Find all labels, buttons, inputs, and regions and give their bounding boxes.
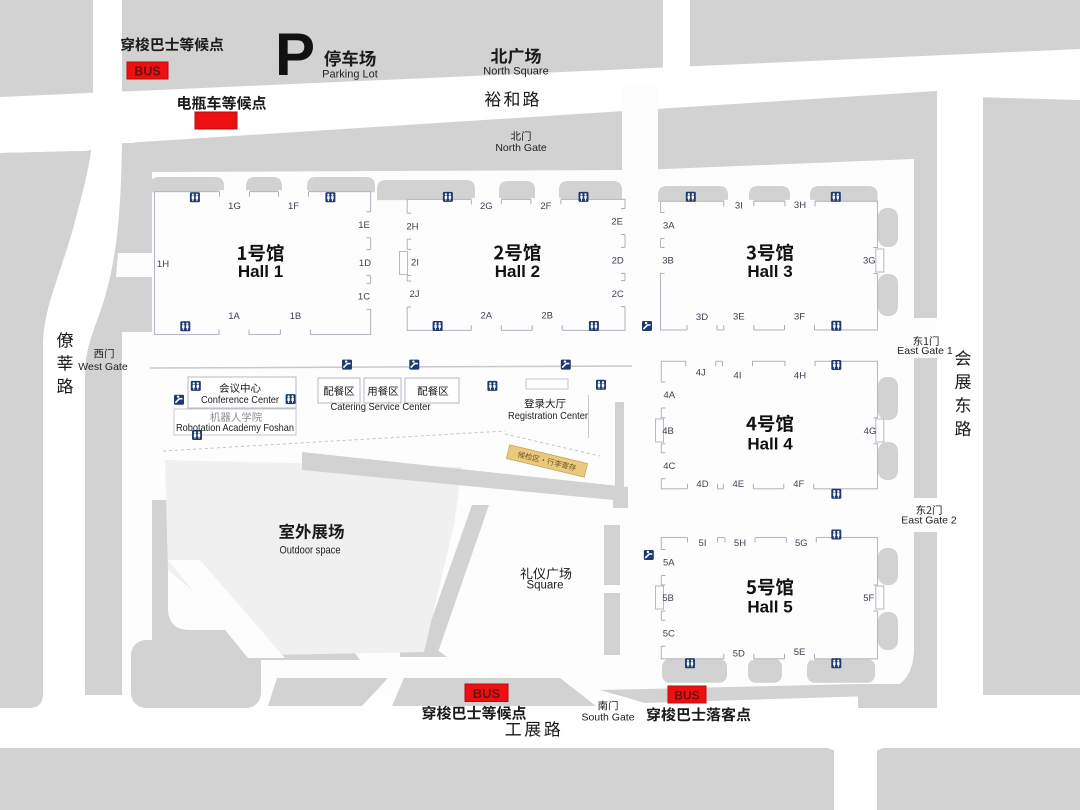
svg-text:2A: 2A	[480, 311, 492, 322]
svg-text:Parking Lot: Parking Lot	[322, 69, 378, 81]
svg-text:Hall 1: Hall 1	[238, 262, 283, 281]
svg-text:1G: 1G	[228, 201, 241, 212]
svg-text:4F: 4F	[793, 479, 804, 490]
svg-text:2C: 2C	[612, 289, 624, 300]
svg-text:3B: 3B	[662, 256, 674, 267]
svg-text:Registration Center: Registration Center	[508, 410, 588, 422]
svg-text:5A: 5A	[663, 558, 675, 569]
svg-text:3G: 3G	[863, 256, 876, 267]
svg-text:3A: 3A	[663, 221, 675, 232]
svg-text:3I: 3I	[735, 201, 743, 212]
svg-text:South Gate: South Gate	[581, 712, 634, 724]
svg-text:5D: 5D	[733, 649, 745, 660]
svg-text:BUS: BUS	[134, 65, 160, 79]
svg-text:2I: 2I	[411, 258, 419, 269]
svg-text:5B: 5B	[662, 593, 674, 604]
svg-text:5H: 5H	[734, 538, 746, 549]
svg-text:East Gate 1: East Gate 1	[897, 345, 953, 357]
svg-text:1H: 1H	[157, 259, 169, 270]
svg-text:Catering Service Center: Catering Service Center	[331, 401, 431, 413]
svg-text:Conference Center: Conference Center	[201, 394, 279, 406]
svg-text:Hall 2: Hall 2	[495, 262, 540, 281]
svg-text:5F: 5F	[863, 593, 874, 604]
svg-text:4J: 4J	[696, 368, 706, 379]
svg-text:1C: 1C	[358, 292, 370, 303]
svg-text:North Gate: North Gate	[495, 142, 547, 154]
svg-text:4G: 4G	[864, 426, 877, 437]
svg-text:5E: 5E	[794, 647, 806, 658]
svg-text:1D: 1D	[359, 258, 371, 269]
svg-text:4H: 4H	[794, 371, 806, 382]
svg-text:BUS: BUS	[473, 686, 501, 701]
svg-text:4B: 4B	[662, 426, 674, 437]
svg-text:Hall 5: Hall 5	[747, 598, 792, 617]
svg-text:BUS: BUS	[674, 689, 699, 703]
svg-text:4I: 4I	[734, 371, 742, 382]
svg-text:1B: 1B	[290, 311, 302, 322]
svg-text:5I: 5I	[699, 538, 707, 549]
svg-text:Robotation Academy Foshan: Robotation Academy Foshan	[176, 422, 294, 434]
svg-text:5C: 5C	[663, 629, 675, 640]
svg-text:3F: 3F	[794, 312, 805, 323]
svg-text:3E: 3E	[733, 312, 745, 323]
svg-text:4E: 4E	[732, 479, 744, 490]
svg-text:2G: 2G	[480, 201, 493, 212]
svg-text:4D: 4D	[696, 479, 708, 490]
svg-text:2J: 2J	[409, 289, 419, 300]
svg-text:East Gate 2: East Gate 2	[901, 515, 957, 527]
svg-text:North Square: North Square	[483, 66, 548, 78]
svg-text:3H: 3H	[794, 200, 806, 211]
svg-text:West Gate: West Gate	[78, 361, 128, 373]
svg-text:2F: 2F	[540, 201, 551, 212]
svg-text:P: P	[275, 21, 315, 88]
svg-text:2B: 2B	[541, 311, 553, 322]
svg-text:4C: 4C	[663, 461, 675, 472]
svg-text:Hall 4: Hall 4	[747, 435, 793, 454]
svg-text:1A: 1A	[228, 311, 240, 322]
svg-text:1E: 1E	[358, 220, 370, 231]
svg-text:4A: 4A	[663, 390, 675, 401]
svg-text:3D: 3D	[696, 312, 708, 323]
svg-text:Square: Square	[526, 580, 563, 592]
svg-text:2D: 2D	[612, 256, 624, 267]
svg-text:Hall 3: Hall 3	[747, 262, 792, 281]
svg-text:5G: 5G	[795, 538, 808, 549]
svg-text:2E: 2E	[611, 217, 623, 228]
svg-text:Outdoor space: Outdoor space	[280, 545, 341, 557]
svg-text:1F: 1F	[288, 201, 299, 212]
svg-text:2H: 2H	[406, 221, 418, 232]
